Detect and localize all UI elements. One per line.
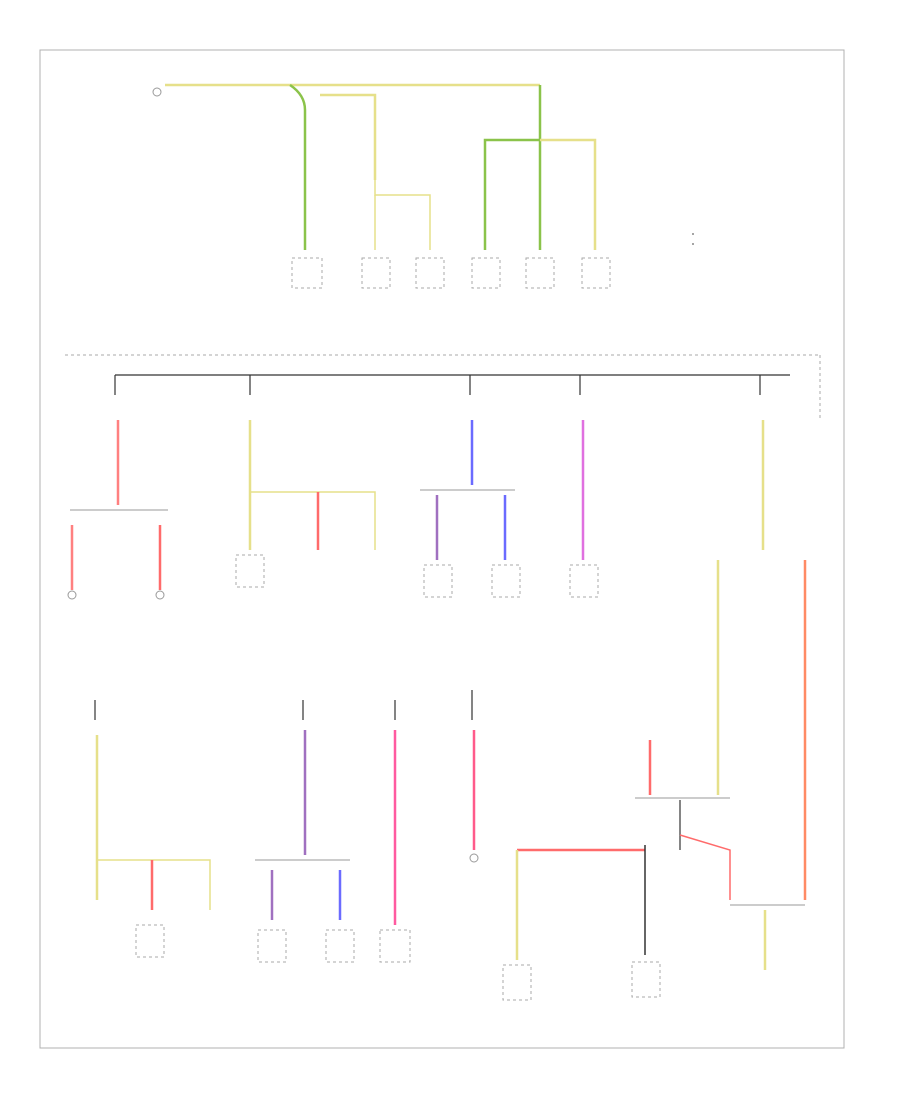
ground-symbol-1 <box>67 590 77 600</box>
connector-bottom-4 <box>379 929 411 963</box>
connector-top-2 <box>361 257 391 289</box>
wire-right-red-join <box>679 834 731 900</box>
connector-bottom-6 <box>631 961 661 998</box>
connector-top-5 <box>525 257 555 289</box>
wire-yellow-branch-center <box>374 180 431 250</box>
legend <box>692 233 694 245</box>
wire-green-drop-1 <box>289 83 307 250</box>
ground-symbol-3 <box>469 853 479 863</box>
source-ground-symbol <box>152 87 162 97</box>
connector-mid-3 <box>491 564 521 598</box>
wire-bottom-left-yellow-right <box>97 859 211 910</box>
wire-yellow-drop-center <box>320 93 377 180</box>
top-section <box>152 83 597 250</box>
wire-yellow-right <box>540 138 597 250</box>
connector-bottom-1 <box>135 924 165 958</box>
wire-green-right-left <box>483 85 542 250</box>
middle-section <box>67 374 790 600</box>
legend-marker-2 <box>692 243 694 245</box>
connector-bottom-5 <box>502 964 532 1001</box>
connector-top-3 <box>415 257 445 289</box>
connector-mid-4 <box>569 564 599 598</box>
top-connectors <box>291 257 611 289</box>
connector-mid-2 <box>423 564 453 598</box>
connector-mid-1 <box>235 554 265 588</box>
connector-top-1 <box>291 257 323 289</box>
bottom-section <box>94 560 807 1001</box>
connector-top-4 <box>471 257 501 289</box>
connector-bottom-2 <box>257 929 287 963</box>
ground-symbol-2 <box>155 590 165 600</box>
legend-marker-1 <box>692 233 694 235</box>
wire-branch2-yellow-right <box>250 491 376 550</box>
connector-top-6 <box>581 257 611 289</box>
connector-bottom-3 <box>325 929 355 963</box>
diagram-frame <box>39 49 845 1049</box>
